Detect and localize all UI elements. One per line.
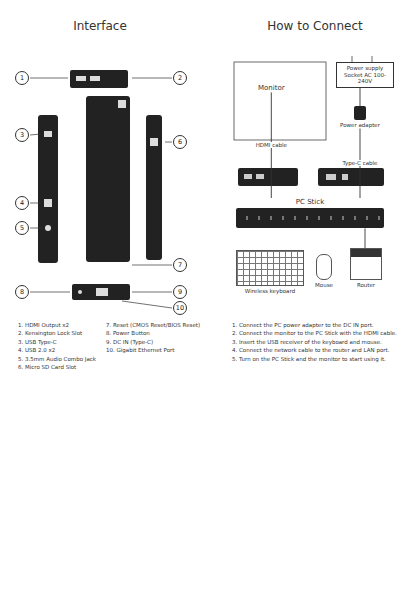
callout-number: 10	[173, 301, 187, 315]
cable-line	[365, 228, 366, 248]
instruction-step: 4. Connect the network cable to the rout…	[232, 347, 412, 354]
pc-stick: PC Stick	[236, 198, 384, 228]
wireless-keyboard: Wireless keyboard	[236, 250, 304, 295]
mouse-icon	[316, 254, 332, 280]
legend-item: 6. Micro SD Card Slot	[18, 364, 104, 371]
legend-item: 4. USB 2.0 x2	[18, 347, 104, 354]
instruction-step: 3. Insert the USB receiver of the keyboa…	[232, 339, 412, 346]
power-adapter: Power adapter	[340, 106, 380, 129]
router-icon	[350, 248, 382, 280]
cable-label: HDMI cable	[255, 142, 288, 148]
instruction-step: 5. Turn on the PC Stick and the monitor …	[232, 356, 412, 363]
section-title: How to Connect	[267, 19, 362, 33]
legend-item: 3. USB Type-C	[18, 339, 104, 346]
pc-stick-body	[236, 208, 384, 228]
kbd-icon	[236, 250, 304, 286]
node-text: Power supply Socket AC 100-240V	[339, 65, 391, 85]
node-text: Mouse	[310, 282, 338, 289]
node-text: Router	[346, 282, 386, 289]
node-text: Monitor	[258, 84, 285, 92]
node-text: PC Stick	[236, 198, 384, 206]
callout-number: 2	[173, 71, 187, 85]
router: Router	[346, 248, 386, 289]
legend-item: 1. HDMI Output x2	[18, 322, 104, 329]
adapter-icon	[354, 106, 366, 120]
callout-number: 9	[173, 285, 187, 299]
node-text: Wireless keyboard	[236, 288, 304, 295]
monitor-label: Monitor	[258, 84, 285, 92]
callout-number: 7	[173, 258, 187, 272]
mouse: Mouse	[310, 254, 338, 289]
callout-number: 6	[173, 135, 187, 149]
callout-number: 4	[15, 196, 29, 210]
power-socket: Power supply Socket AC 100-240V	[336, 62, 394, 88]
node-text: Power adapter	[340, 122, 380, 129]
section-title: Interface	[73, 19, 127, 33]
instruction-step: 2. Connect the monitor to the PC Stick w…	[232, 330, 412, 337]
callout-number: 5	[15, 221, 29, 235]
instruction-step: 1. Connect the PC power adapter to the D…	[232, 322, 412, 329]
legend-item: 2. Kensington Lock Slot	[18, 330, 104, 337]
legend-item: 10. Gigabit Ethernet Port	[106, 347, 204, 354]
legend-item: 7. Reset (CMOS Reset/BIOS Reset)	[106, 322, 204, 329]
cable-label: Type-C cable	[341, 160, 378, 166]
cable-line	[360, 88, 361, 106]
legend-item: 9. DC IN (Type-C)	[106, 339, 204, 346]
callout-number: 8	[15, 285, 29, 299]
callout-number: 1	[15, 71, 29, 85]
callout-number: 3	[15, 128, 29, 142]
legend-item: 5. 3.5mm Audio Combo Jack	[18, 356, 104, 363]
legend-item: 8. Power Button	[106, 330, 204, 337]
